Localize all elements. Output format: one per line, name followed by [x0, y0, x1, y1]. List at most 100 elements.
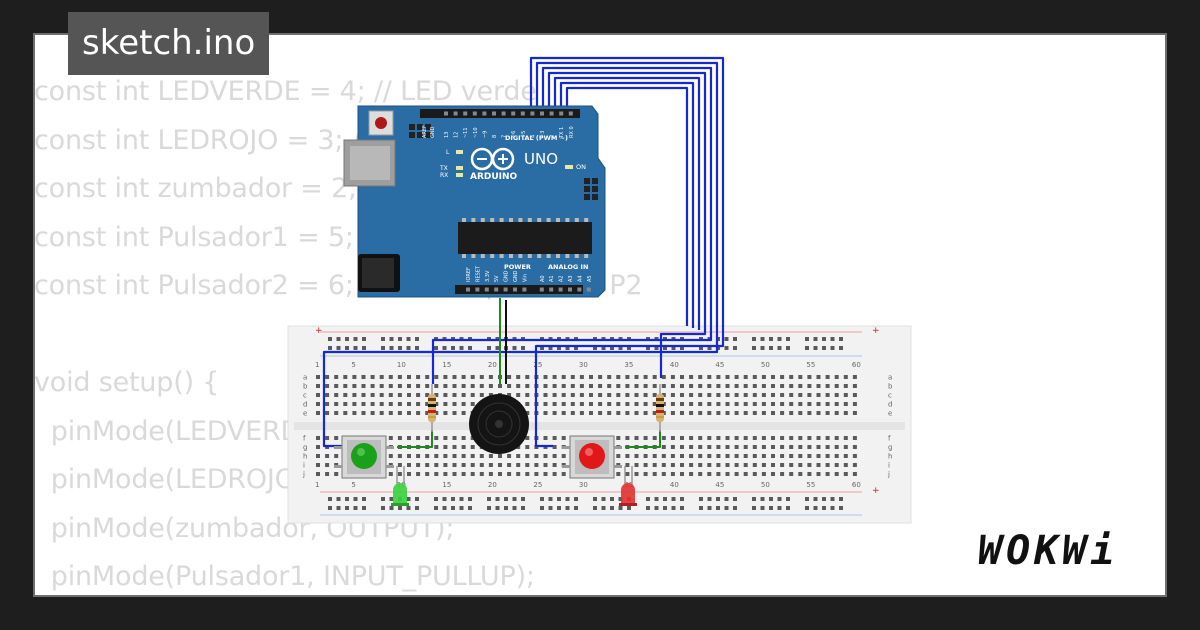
column-number: 30 — [579, 481, 588, 489]
header-pin-label: IOREF — [466, 267, 472, 282]
wokwi-logo-text: WOKWi — [978, 528, 1119, 574]
pushbutton-red[interactable] — [562, 435, 622, 479]
column-number: 5 — [351, 361, 355, 369]
column-number: 15 — [442, 361, 451, 369]
rail-plus-label-bottom: + — [872, 486, 880, 496]
digital-label: DIGITAL (PWM ~) — [505, 134, 568, 142]
row-letter: i — [303, 462, 305, 470]
digital-header-pins — [444, 111, 573, 116]
digital-pin-label: ~9 — [482, 131, 488, 138]
column-number: 1 — [315, 361, 319, 369]
uno-label: UNO — [524, 150, 558, 168]
row-letter: j — [302, 471, 305, 479]
header-pin-label: A1 — [549, 275, 555, 282]
row-letter: g — [888, 444, 892, 452]
terminal-strip-top — [316, 375, 857, 415]
column-number: 5 — [351, 481, 355, 489]
row-letter: e — [303, 410, 307, 418]
digital-pin-label: 7 — [502, 135, 508, 138]
wire-button2-green — [625, 430, 661, 448]
l-led-label: L — [446, 149, 450, 156]
wire-pin2b — [565, 86, 689, 326]
row-letter: i — [888, 462, 890, 470]
header-pin-label: 3.3V — [485, 270, 491, 282]
gnd-label: GND — [430, 126, 436, 138]
header-pin-label: A3 — [568, 275, 574, 282]
column-number: 30 — [579, 361, 588, 369]
analog-label: ANALOG IN — [548, 263, 588, 271]
buzzer[interactable] — [469, 394, 529, 454]
row-letter: c — [888, 392, 892, 400]
digital-pin-label: 13 — [444, 132, 450, 138]
row-letter: d — [888, 401, 892, 409]
column-number: 55 — [806, 481, 815, 489]
header-pin-label: A4 — [577, 275, 583, 282]
digital-pin-label: 4 — [530, 135, 536, 138]
digital-pin-label: TX 1 — [559, 127, 565, 139]
column-number: 40 — [670, 361, 679, 369]
column-number: 20 — [488, 481, 497, 489]
digital-pin-label: ~6 — [511, 131, 517, 138]
led-green[interactable] — [391, 466, 409, 506]
wire-pin2 — [559, 81, 695, 328]
resistor-1[interactable] — [428, 384, 436, 432]
digital-pin-label: RX 0 — [569, 126, 575, 138]
column-number: 10 — [397, 361, 406, 369]
row-letter: a — [888, 374, 892, 382]
arduino-brand-label: ARDUINO — [470, 172, 518, 182]
column-number: 40 — [670, 481, 679, 489]
column-number: 15 — [442, 481, 451, 489]
digital-pin-label: ~10 — [473, 127, 479, 138]
digital-pin-label: ~3 — [540, 131, 546, 138]
wire-button1-green — [397, 430, 433, 448]
code-line: const int LEDVERDE = 4; // LED verde — [34, 76, 537, 107]
digital-pin-label: 8 — [492, 135, 498, 138]
arduino-logo — [470, 147, 515, 171]
row-letter: c — [303, 392, 307, 400]
header-pin-label: GND — [504, 270, 510, 282]
led-red[interactable] — [619, 466, 637, 506]
digital-pin-label: 2 — [550, 135, 556, 138]
power-analog-header-pins — [466, 287, 591, 292]
column-number: 60 — [852, 361, 861, 369]
row-letter: h — [888, 453, 892, 461]
header-pin-label: 5V — [494, 275, 500, 282]
column-number: 50 — [761, 481, 770, 489]
pushbutton-green[interactable] — [334, 435, 394, 479]
wire-pin3 — [553, 76, 701, 330]
wire-pin6 — [322, 61, 719, 448]
rail-plus-label: + — [315, 326, 323, 336]
header-pin-label: A5 — [587, 275, 593, 282]
row-letter: b — [888, 383, 893, 391]
mcu-chip-pins — [462, 218, 589, 258]
power-rail-top-negative — [328, 346, 843, 350]
code-line: void setup() { — [34, 367, 220, 398]
digital-pin-label: 12 — [454, 132, 460, 138]
column-number: 60 — [852, 481, 861, 489]
row-letter: d — [303, 401, 307, 409]
column-number: 1 — [315, 481, 319, 489]
filename-tab[interactable]: sketch.ino — [68, 12, 270, 75]
column-number: 50 — [761, 361, 770, 369]
header-pin-label: RESET — [475, 265, 481, 282]
power-label: POWER — [504, 263, 531, 271]
row-letter: f — [303, 435, 306, 443]
wire-pin4 — [547, 71, 707, 378]
row-letter: j — [887, 471, 890, 479]
code-line: pinMode(Pulsador1, INPUT_PULLUP); — [34, 561, 535, 592]
row-letter: a — [303, 374, 307, 382]
column-number: 35 — [624, 361, 633, 369]
resistor-2[interactable] — [656, 384, 664, 432]
row-letter: f — [888, 435, 891, 443]
tx-label: TX — [439, 165, 448, 172]
column-number: 45 — [715, 361, 724, 369]
